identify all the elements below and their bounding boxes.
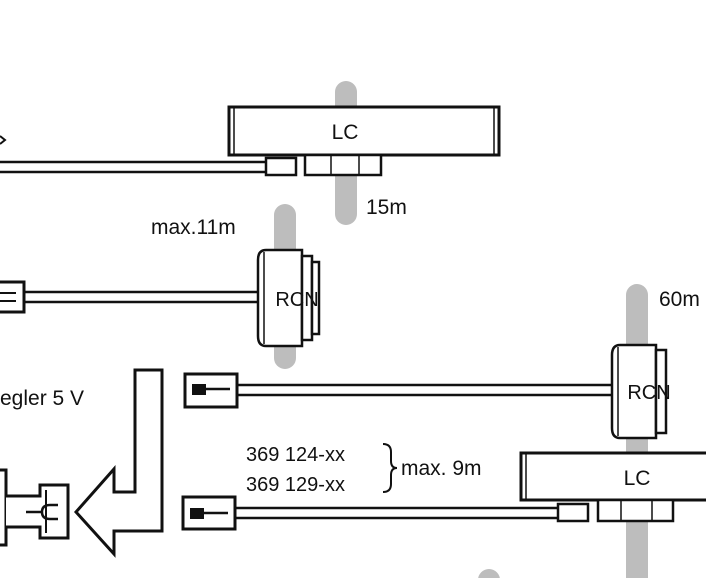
cut-off-mark (0, 135, 7, 145)
part-number-b: 369 129-xx (246, 474, 345, 496)
length-max-11m: max.11m (151, 216, 236, 239)
small-plug-bottom (556, 502, 590, 523)
regler-label: egler 5 V (0, 387, 84, 410)
rcn-mid-end (310, 260, 321, 336)
rcn-right-body (610, 343, 658, 440)
connector-left-mid (0, 280, 26, 314)
rcn-right-group (183, 343, 668, 440)
big-arrow (73, 368, 164, 558)
rcn-right-label: RCN (627, 382, 670, 404)
plug-right-upper-pin (192, 384, 206, 395)
adapter-group (0, 368, 164, 558)
lc-housing-top (227, 105, 501, 157)
brace (382, 443, 398, 493)
lc-bottom-label: LC (624, 467, 651, 490)
length-15m: 15m (366, 196, 407, 219)
device-left-edge (0, 468, 8, 547)
rcn-mid-group (0, 248, 321, 348)
plug-bottom-pin (190, 508, 204, 519)
lc-housing-bottom (519, 451, 706, 502)
length-max-9m: max. 9m (401, 457, 482, 480)
lc-top-group (0, 105, 501, 177)
lc-connector-bottom (596, 498, 675, 523)
part-number-a: 369 124-xx (246, 444, 345, 466)
small-plug-top (264, 156, 298, 177)
rcn-mid-body (256, 248, 304, 348)
rcn-mid-label: RCN (275, 289, 318, 311)
length-60m: 60m (659, 288, 700, 311)
rcn-right-ring (654, 348, 668, 435)
lc-connector-top (303, 153, 383, 177)
lc-top-label: LC (332, 121, 359, 144)
lc-bottom-group (181, 451, 706, 531)
